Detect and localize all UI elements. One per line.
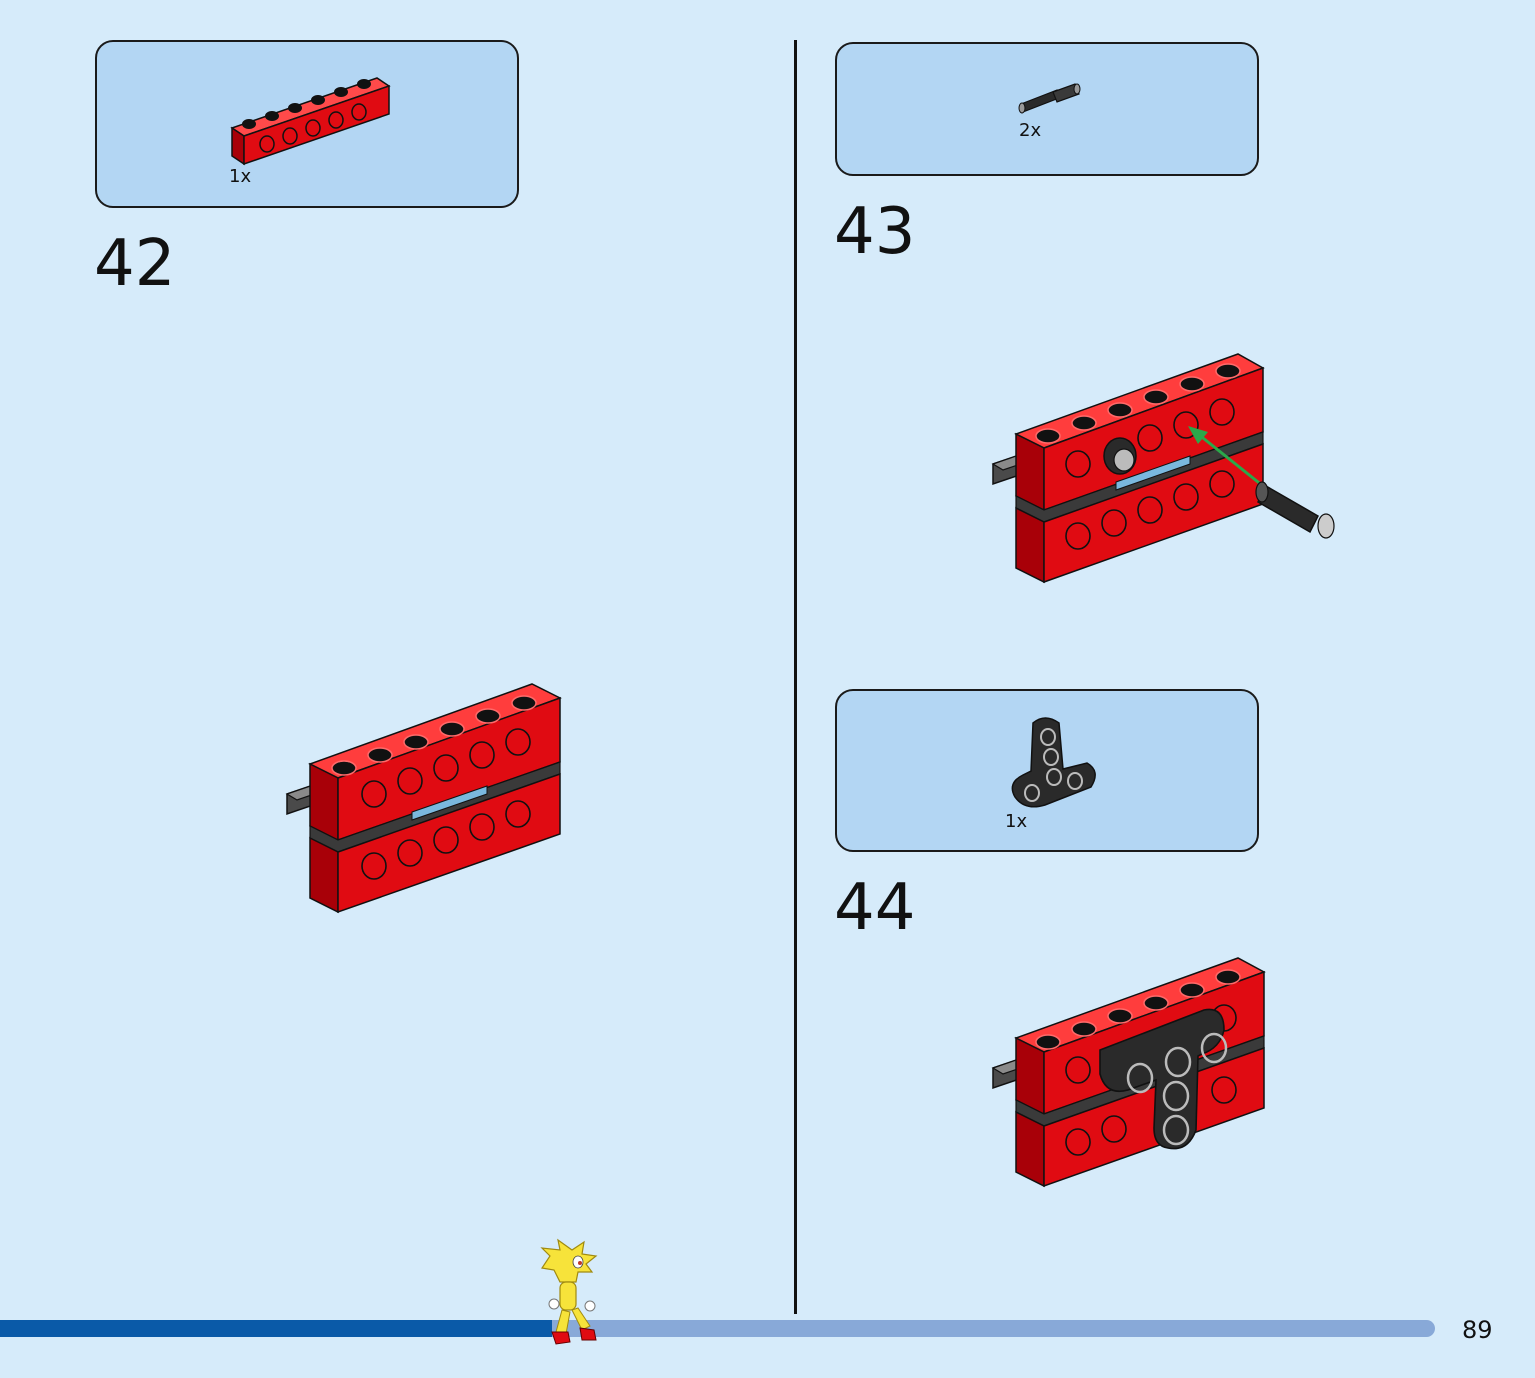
- part-quantity: 1x: [229, 166, 252, 187]
- step-number-44: 44: [834, 871, 916, 945]
- part-quantity: 2x: [1019, 120, 1042, 141]
- progress-bar-fill: [0, 1320, 553, 1337]
- progress-bar: [0, 1320, 1435, 1337]
- step-43-assembly-illustration: [991, 353, 1335, 584]
- column-divider: [794, 40, 797, 1314]
- black-pin-icon: [1018, 83, 1081, 114]
- part-quantity: 1x: [1005, 811, 1028, 832]
- step-43-parts-box: 2x: [835, 42, 1259, 176]
- super-sonic-character-icon: [540, 1238, 598, 1345]
- step-42-assembly-illustration: [285, 683, 562, 914]
- page-number: 89: [1462, 1316, 1493, 1344]
- step-number-42: 42: [94, 227, 176, 301]
- step-42-parts-box: 1x: [95, 40, 519, 208]
- red-technic-brick-icon: [230, 77, 391, 166]
- step-44-parts-box: 1x: [835, 689, 1259, 852]
- black-t-beam-icon: [1011, 717, 1096, 808]
- step-44-assembly-illustration: [991, 957, 1266, 1188]
- step-number-43: 43: [834, 195, 916, 269]
